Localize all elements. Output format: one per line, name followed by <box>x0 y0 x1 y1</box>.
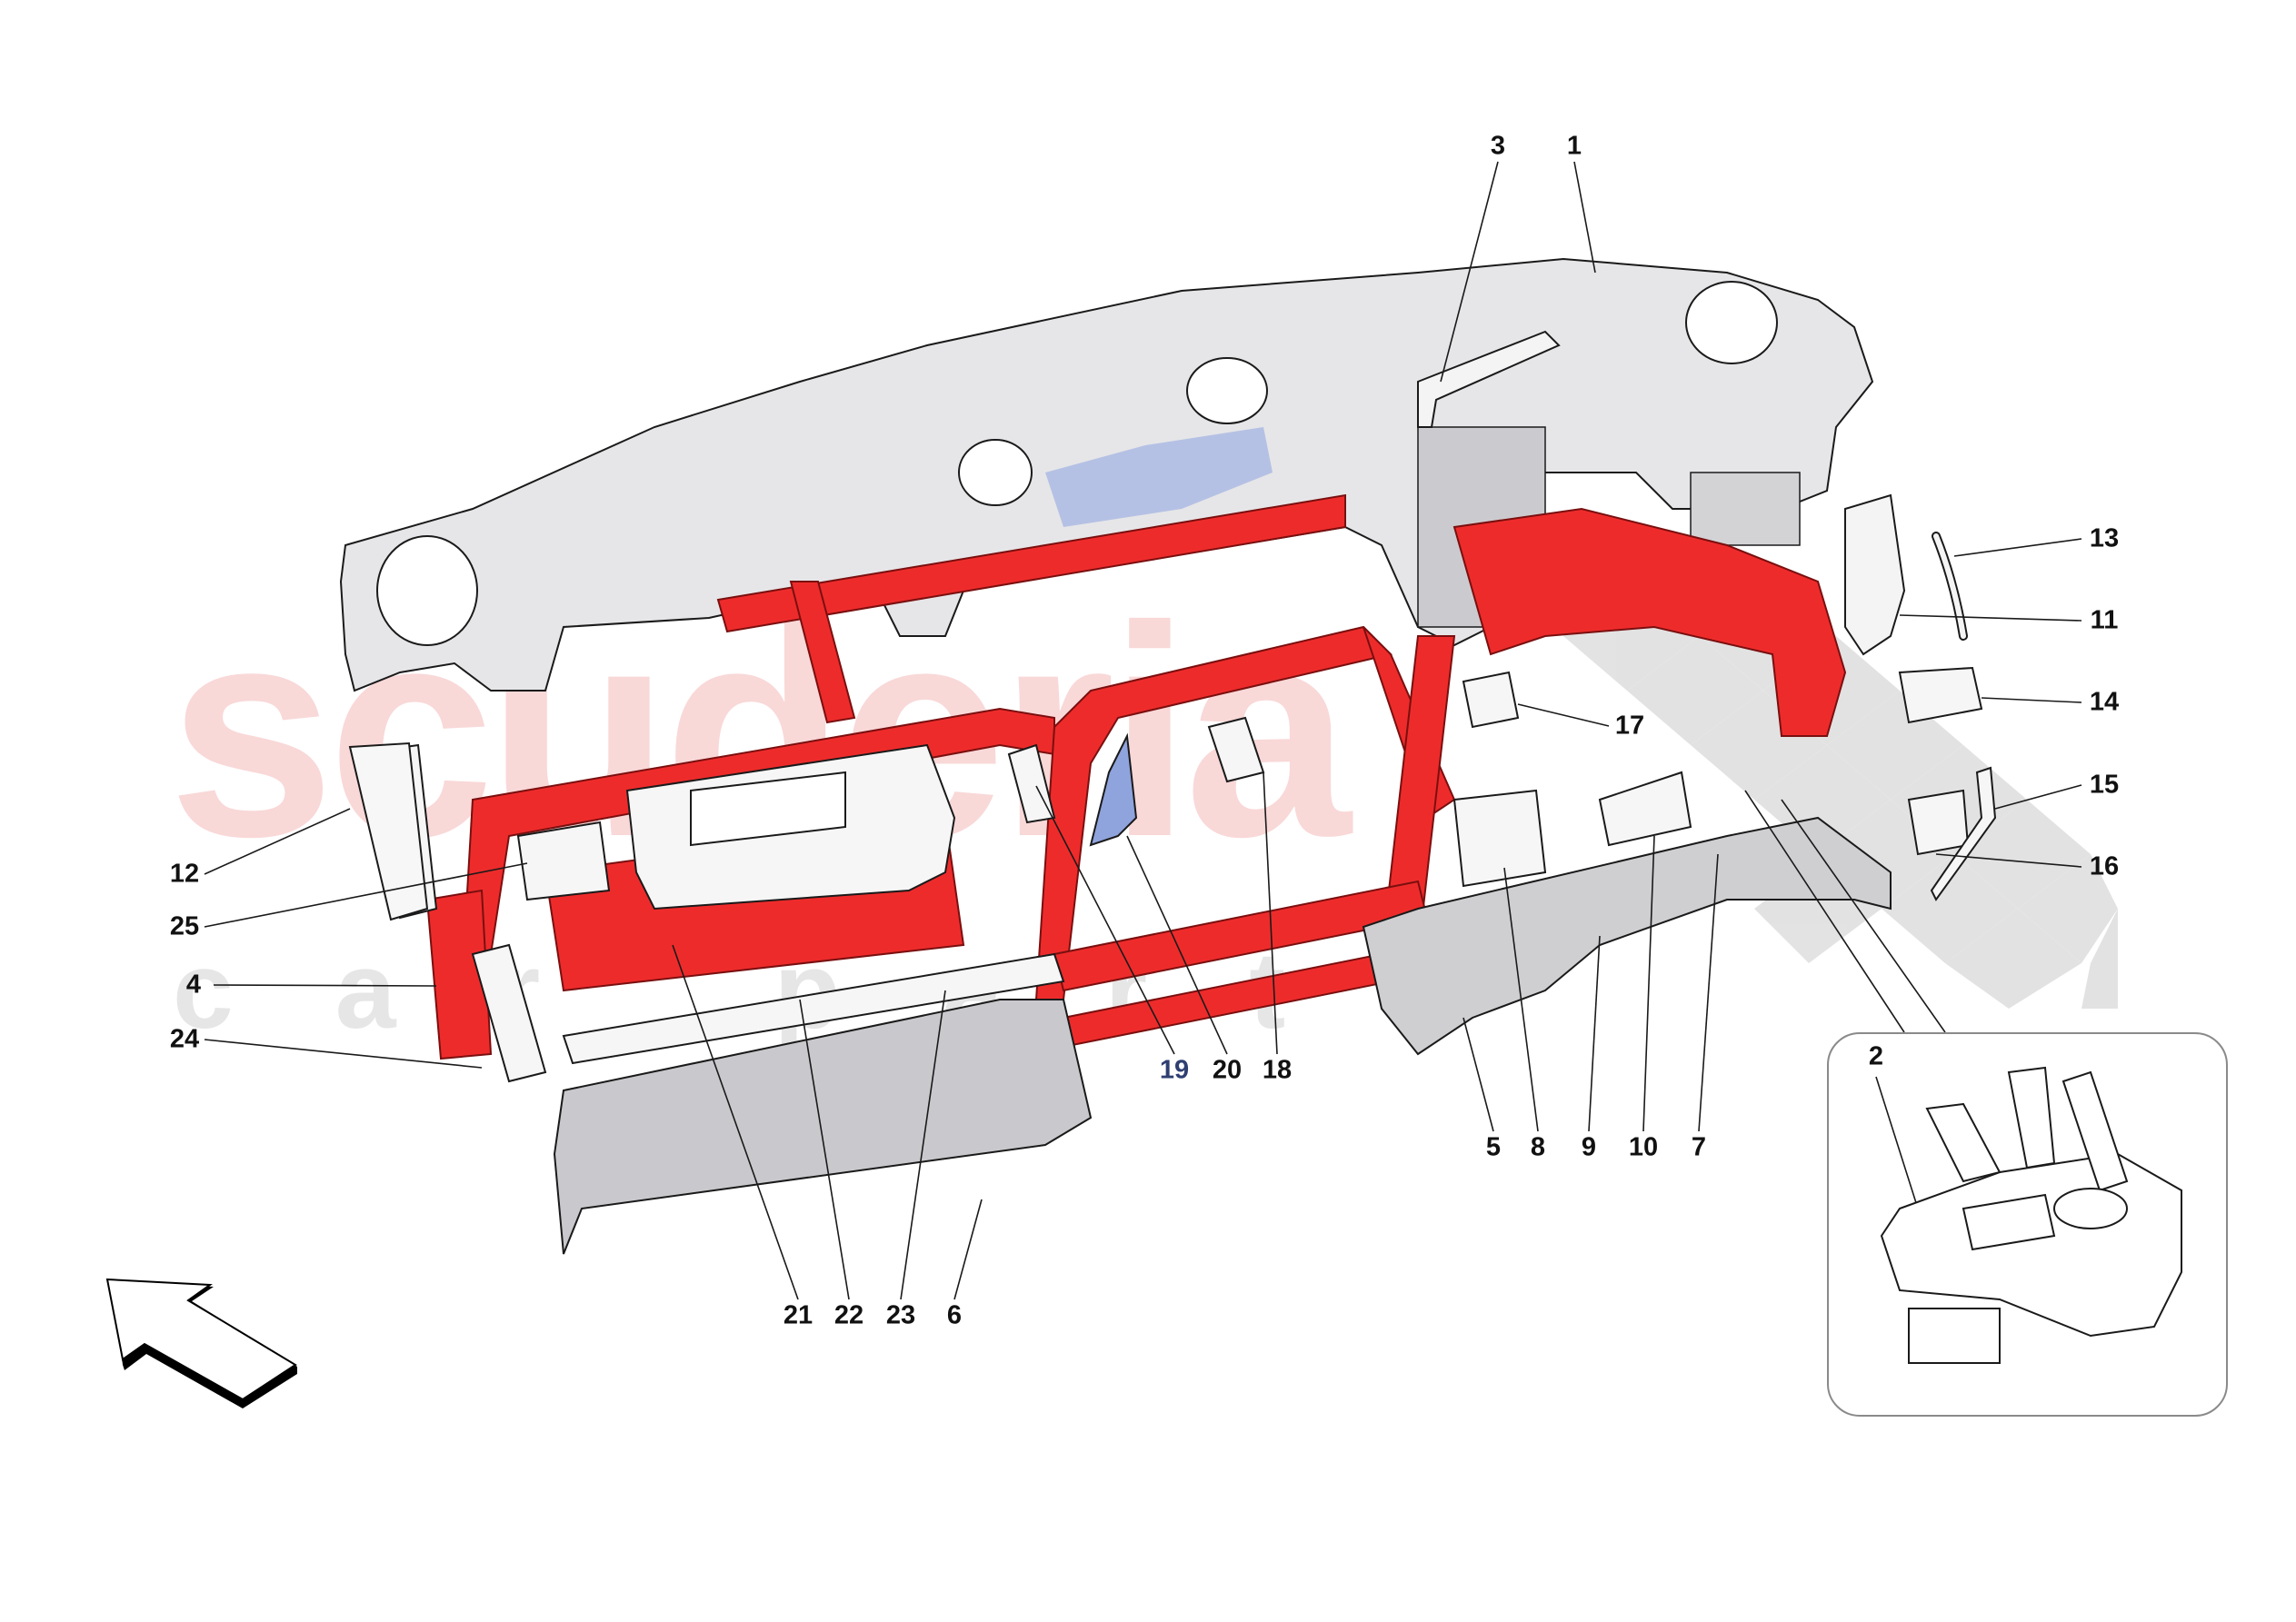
leader-lines <box>204 161 2082 1300</box>
callout-5[interactable]: 5 <box>1485 1132 1502 1162</box>
callout-18[interactable]: 18 <box>1262 1055 1293 1085</box>
callout-23[interactable]: 23 <box>885 1300 916 1330</box>
bracket-part-11 <box>1844 493 1906 656</box>
callout-7[interactable]: 7 <box>1691 1132 1707 1162</box>
bracket-part-14 <box>1898 666 1983 724</box>
callout-6[interactable]: 6 <box>946 1300 963 1330</box>
callout-10[interactable]: 10 <box>1628 1132 1659 1162</box>
callout-15[interactable]: 15 <box>2089 770 2120 800</box>
bracket-part-16 <box>1907 789 1970 856</box>
lower-tray-part-5-7 <box>1362 816 1892 1056</box>
inset-bracket-part-2 <box>1880 1066 2182 1364</box>
bracket-part-15 <box>1930 766 1997 901</box>
bracket-part-3 <box>1417 330 1561 428</box>
callout-1[interactable]: 1 <box>1566 131 1582 161</box>
callout-2[interactable]: 2 <box>1868 1041 1884 1071</box>
callout-13[interactable]: 13 <box>2089 523 2120 553</box>
callout-25[interactable]: 25 <box>169 911 200 941</box>
callout-9[interactable]: 9 <box>1581 1132 1597 1162</box>
mounting-brackets <box>353 671 1692 1083</box>
callout-22[interactable]: 22 <box>834 1300 864 1330</box>
callout-11[interactable]: 11 <box>2090 605 2119 635</box>
callout-3[interactable]: 3 <box>1490 131 1506 161</box>
detail-inset <box>1827 1032 2228 1417</box>
bracket-part-19 <box>1089 732 1138 847</box>
callout-4[interactable]: 4 <box>185 970 202 1000</box>
callout-17[interactable]: 17 <box>1614 711 1645 741</box>
callout-12[interactable]: 12 <box>169 859 200 889</box>
callout-19[interactable]: 19 <box>1159 1055 1190 1085</box>
lower-panel-part-6 <box>553 999 1093 1255</box>
callout-16[interactable]: 16 <box>2089 851 2120 881</box>
bracket-part-12 <box>348 741 429 921</box>
direction-arrow-icon <box>105 1278 297 1408</box>
callout-20[interactable]: 20 <box>1212 1055 1243 1085</box>
callout-8[interactable]: 8 <box>1530 1132 1546 1162</box>
callout-14[interactable]: 14 <box>2089 687 2120 717</box>
callout-21[interactable]: 21 <box>783 1300 814 1330</box>
callout-24[interactable]: 24 <box>169 1024 200 1054</box>
